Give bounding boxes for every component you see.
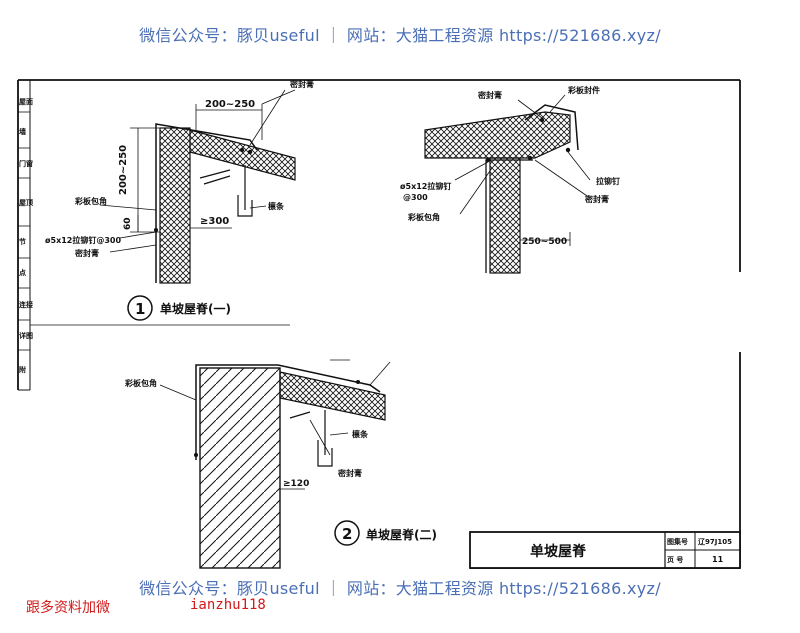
sidebar-label-8: 附	[19, 365, 26, 374]
detail-2-label-purlin: 檩条	[352, 429, 369, 439]
title-block: 单坡屋脊 图集号 辽97J105 页 号 11	[469, 531, 741, 569]
title-block-page-value: 11	[712, 555, 724, 564]
detail-1-label-sealant-top: 密封膏	[289, 79, 314, 89]
detail-right-label-corner: 彩板包角	[407, 212, 440, 222]
sidebar-dividers	[18, 111, 30, 351]
title-block-page-label: 页 号	[667, 555, 683, 564]
sidebar-label-5: 点	[19, 268, 26, 277]
detail-1-label-sealant-bottom: 密封膏	[74, 248, 99, 258]
detail-1-label-corner: 彩板包角	[74, 196, 107, 206]
detail-1-roof-panel	[189, 129, 296, 181]
detail-2-purlin	[289, 410, 333, 467]
detail-2-leaders	[159, 359, 391, 490]
sidebar-label-1: 墙	[19, 127, 26, 136]
title-block-atlas-label: 图集号	[667, 537, 688, 546]
sidebar-label-0: 屋面	[19, 97, 33, 106]
detail-1-label-rivet: ø5x12拉铆钉@300	[45, 235, 121, 245]
sidebar-label-7: 详图	[19, 331, 33, 340]
detail-right-roof-panel	[424, 111, 571, 159]
detail-right: 密封膏 彩板封件 ø5x12拉铆钉 @300 彩板包角 拉铆钉 密封膏 250~…	[400, 85, 620, 274]
sidebar-label-3: 屋顶	[19, 198, 33, 207]
detail-right-label-cover: 彩板封件	[567, 85, 600, 95]
detail-1-dim-60: 60	[123, 217, 133, 230]
watermark-top: 微信公众号：豚贝useful ｜ 网站：大猫工程资源 https://52168…	[139, 26, 661, 45]
detail-1-dim-top: 200~250	[205, 99, 255, 110]
sidebar-label-4: 节	[19, 237, 26, 246]
sidebar-label-6: 连接	[19, 300, 33, 309]
watermark-bottom: 微信公众号：豚贝useful ｜ 网站：大猫工程资源 https://52168…	[139, 579, 661, 598]
detail-1-ridge-flashing	[155, 123, 258, 283]
sidebar-labels: 屋面 墙 门窗 屋顶 节 点 连接 详图 附	[19, 97, 33, 374]
promo-text-right: ianzhu118	[190, 597, 266, 613]
detail-2-label-corner: 彩板包角	[124, 378, 157, 388]
detail-1-number: 1	[135, 300, 145, 318]
detail-right-leaders	[454, 94, 591, 246]
detail-2-dim-120: ≥120	[283, 479, 309, 489]
detail-right-wall	[489, 157, 521, 274]
detail-2-ridge-flashing	[195, 364, 381, 460]
detail-1-dimension-lines	[99, 89, 296, 253]
detail-2-title: 单坡屋脊(二)	[366, 527, 437, 542]
detail-right-label-rivet: ø5x12拉铆钉	[400, 181, 451, 191]
title-block-title: 单坡屋脊	[530, 543, 587, 560]
sidebar-label-2: 门窗	[19, 159, 33, 168]
detail-right-label-rivet-spacing: @300	[403, 193, 428, 202]
detail-1-dim-side: 200~250	[118, 145, 129, 195]
detail-right-dim: 250~500	[522, 237, 567, 247]
detail-1-wall	[159, 127, 191, 284]
detail-right-label-sealant: 密封膏	[477, 90, 502, 100]
detail-2-label-sealant: 密封膏	[337, 468, 362, 478]
detail-2-roof-panel	[279, 371, 386, 421]
detail-1: 200~250 200~250 60 ≥300 密封膏 彩板包角 ø5x12拉铆…	[45, 79, 314, 321]
detail-1-number-circle	[127, 295, 153, 321]
title-block-atlas-value: 辽97J105	[698, 537, 732, 546]
detail-1-dim-300: ≥300	[200, 216, 229, 227]
detail-1-label-purlin: 檩条	[268, 201, 285, 211]
detail-right-label-sealant2: 密封膏	[584, 194, 609, 204]
detail-2-wall	[199, 367, 281, 569]
detail-2-number: 2	[342, 525, 352, 543]
detail-right-label-rivet2: 拉铆钉	[596, 176, 620, 186]
promo-text-left: 跟多资料加微	[26, 600, 110, 616]
detail-1-title: 单坡屋脊(一)	[160, 301, 231, 316]
detail-2-number-circle	[334, 520, 360, 546]
detail-2: 彩板包角 檩条 密封膏 ≥120 2 单坡屋脊(二)	[124, 359, 437, 569]
detail-1-purlin	[199, 165, 253, 217]
